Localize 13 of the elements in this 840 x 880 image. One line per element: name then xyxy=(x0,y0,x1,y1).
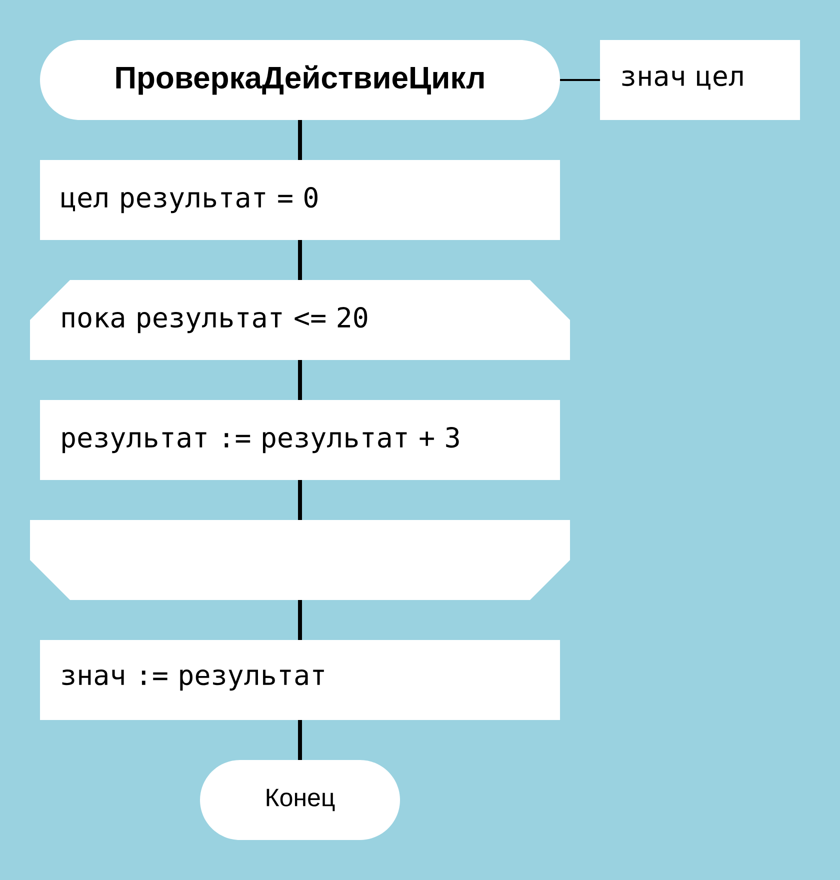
process-box: результат := результат + 3 xyxy=(40,400,560,480)
connector-line xyxy=(298,720,302,760)
loop-end-box xyxy=(30,520,570,600)
process-box: цел результат = 0 xyxy=(40,160,560,240)
connector-line xyxy=(298,120,302,160)
connector-line xyxy=(298,480,302,520)
connector-line xyxy=(560,79,600,81)
connector-line xyxy=(298,600,302,640)
connector-line xyxy=(298,240,302,280)
connector-line xyxy=(298,360,302,400)
process-box: знач := результат xyxy=(40,640,560,720)
loop-start-box: пока результат <= 20 xyxy=(30,280,570,360)
parameter-box: знач цел xyxy=(600,40,800,120)
